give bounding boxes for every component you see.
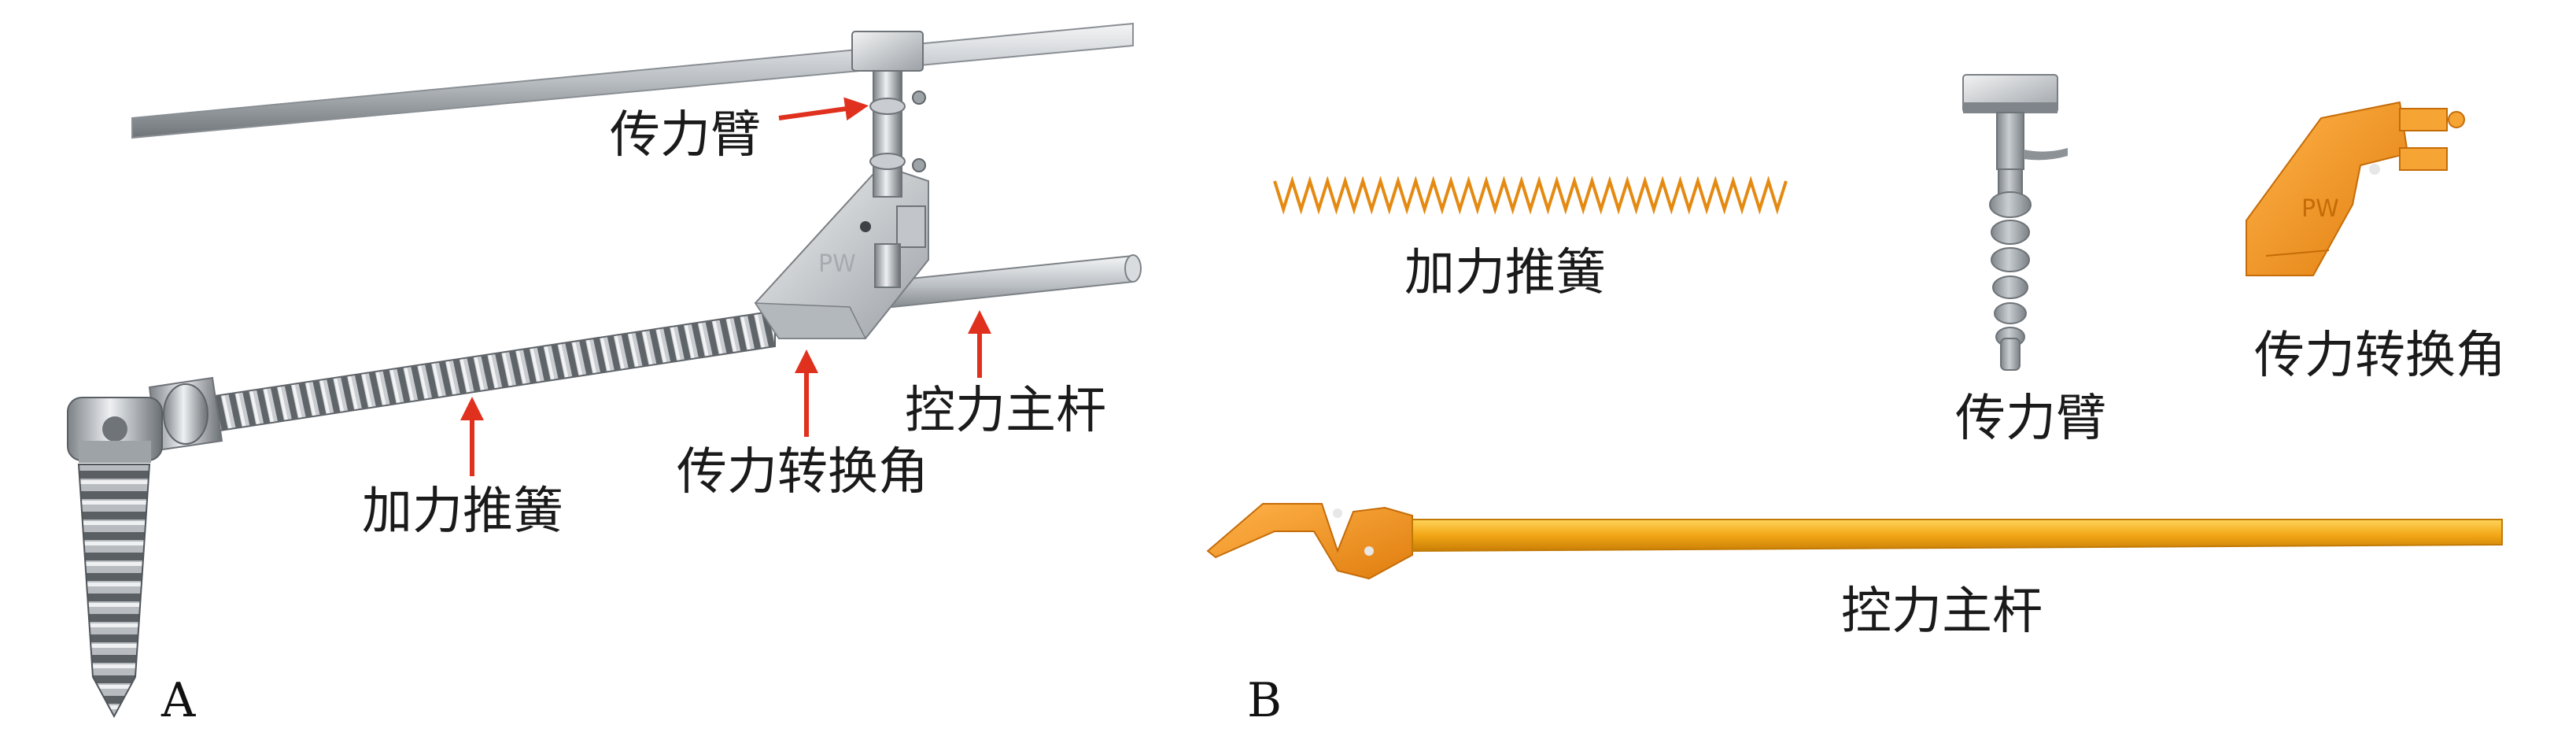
arrow-arm-a xyxy=(778,97,869,121)
label-arm-b: 传力臂 xyxy=(1955,390,2106,448)
label-rod-a: 控力主杆 xyxy=(905,382,1106,440)
panel-b-components: PW xyxy=(1206,74,2503,580)
spring-b xyxy=(1273,176,1788,215)
label-corner-b: 传力转换角 xyxy=(2254,327,2506,385)
corner-mark-b: PW xyxy=(2301,195,2339,223)
transmission-arm-b xyxy=(1962,74,2068,371)
label-arm-a: 传力臂 xyxy=(610,106,761,165)
corner-block-b: PW xyxy=(2246,101,2465,276)
push-spring xyxy=(204,309,776,435)
corner-mark-a: PW xyxy=(818,250,856,278)
panel-a-device: PW xyxy=(67,22,1142,719)
label-corner-a: 传力转换角 xyxy=(677,443,928,501)
pedicle-screw xyxy=(77,464,151,719)
control-rod-b xyxy=(1206,503,2503,580)
panel-letter-b: B xyxy=(1247,673,1282,728)
transmission-arm-a xyxy=(851,31,926,288)
label-rod-b: 控力主杆 xyxy=(1841,582,2043,641)
polyaxial-head xyxy=(67,397,163,463)
panel-letter-a: A xyxy=(161,673,196,728)
label-spring-b: 加力推簧 xyxy=(1404,244,1606,302)
label-spring-a: 加力推簧 xyxy=(362,483,563,541)
